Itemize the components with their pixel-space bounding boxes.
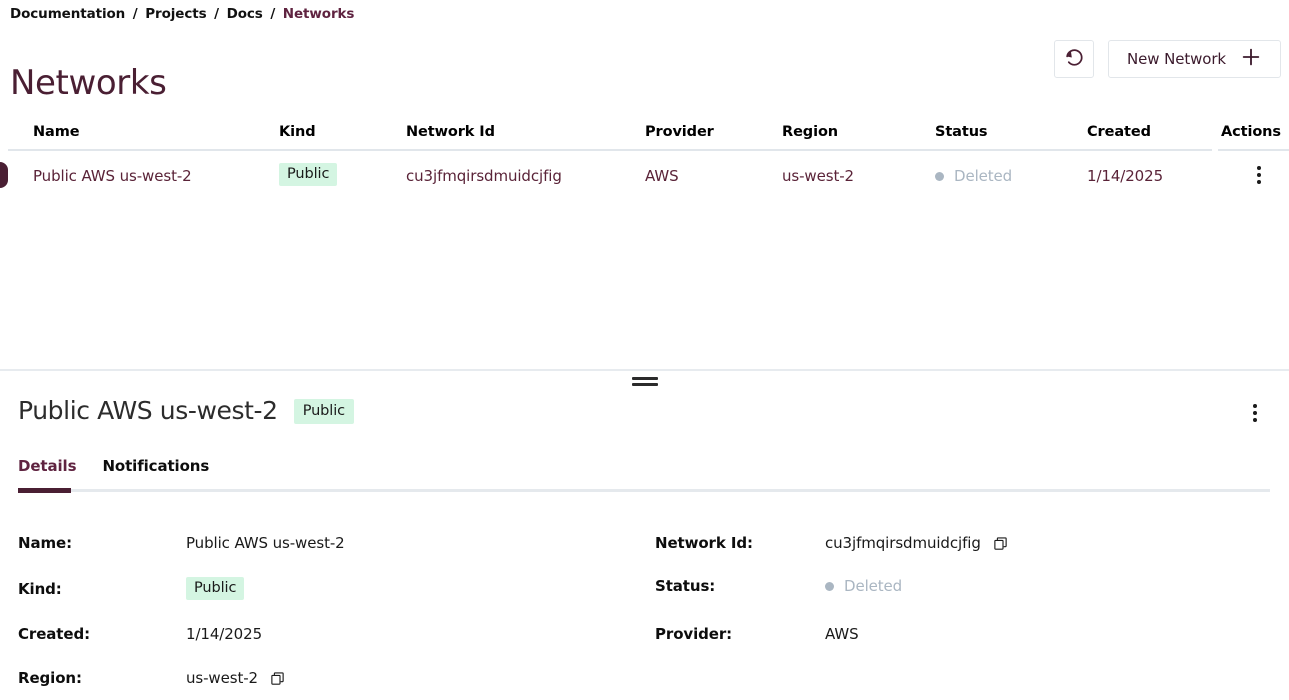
field-network-id: Network Id: cu3jfmqirsdmuidcjfig bbox=[655, 534, 1008, 552]
breadcrumb: Documentation / Projects / Docs / Networ… bbox=[10, 6, 354, 22]
detail-tabs: Details Notifications bbox=[18, 456, 209, 476]
breadcrumb-item-documentation[interactable]: Documentation bbox=[10, 6, 126, 22]
new-network-label: New Network bbox=[1126, 50, 1226, 68]
cell-status: Deleted bbox=[935, 167, 1012, 185]
field-label: Name: bbox=[18, 534, 72, 552]
field-label: Region: bbox=[18, 669, 82, 687]
table-header-divider bbox=[8, 149, 1289, 151]
breadcrumb-item-networks[interactable]: Networks bbox=[282, 6, 355, 22]
status-label: Deleted bbox=[844, 577, 903, 595]
field-value: AWS bbox=[825, 625, 859, 643]
refresh-ccw-icon bbox=[1063, 47, 1085, 72]
kebab-dot bbox=[1257, 166, 1261, 170]
column-header-region[interactable]: Region bbox=[782, 124, 839, 140]
status-badge: Deleted bbox=[935, 167, 1012, 185]
column-header-provider[interactable]: Provider bbox=[645, 124, 714, 140]
tabs-divider bbox=[18, 489, 1270, 492]
field-provider: Provider: AWS bbox=[655, 625, 859, 643]
kebab-menu-icon[interactable] bbox=[1251, 162, 1267, 188]
cell-network-id: cu3jfmqirsdmuidcjfig bbox=[406, 167, 562, 185]
detail-panel: Public AWS us-west-2 Public bbox=[0, 380, 1289, 700]
tab-active-underline bbox=[18, 488, 71, 493]
breadcrumb-separator: / bbox=[270, 6, 276, 22]
table-header-divider-gap bbox=[1212, 149, 1218, 151]
kebab-dot bbox=[1253, 404, 1257, 408]
breadcrumb-item-projects[interactable]: Projects bbox=[145, 6, 207, 22]
kebab-dot bbox=[1253, 411, 1257, 415]
field-value: cu3jfmqirsdmuidcjfig bbox=[825, 534, 981, 552]
field-value: 1/14/2025 bbox=[186, 625, 263, 643]
kind-badge: Public bbox=[279, 163, 338, 186]
field-value-status: Deleted bbox=[825, 577, 902, 595]
field-value-badge: Public bbox=[186, 577, 245, 600]
tab-notifications[interactable]: Notifications bbox=[102, 457, 210, 475]
panel-splitter[interactable] bbox=[0, 369, 1289, 371]
status-label: Deleted bbox=[954, 167, 1013, 185]
field-value: Public AWS us-west-2 bbox=[186, 534, 345, 552]
plus-icon bbox=[1240, 46, 1262, 72]
field-kind: Kind: Public bbox=[18, 577, 245, 600]
breadcrumb-separator: / bbox=[214, 6, 219, 22]
table-header-row: Name Kind Network Id Provider Region Sta… bbox=[0, 112, 1289, 151]
cell-kind: Public bbox=[279, 163, 338, 186]
networks-table: Name Kind Network Id Provider Region Sta… bbox=[0, 112, 1289, 362]
column-header-created[interactable]: Created bbox=[1087, 124, 1151, 140]
cell-region: us-west-2 bbox=[782, 167, 854, 185]
field-name: Name: Public AWS us-west-2 bbox=[18, 534, 345, 552]
drag-handle-bar bbox=[631, 383, 658, 386]
field-label: Network Id: bbox=[655, 534, 753, 552]
detail-kind-badge: Public bbox=[293, 398, 354, 424]
row-selected-indicator bbox=[0, 162, 8, 188]
table-row[interactable]: Public AWS us-west-2 Public cu3jfmqirsdm… bbox=[0, 150, 1289, 202]
field-label: Provider: bbox=[655, 625, 733, 643]
status-dot-icon bbox=[825, 581, 834, 591]
tab-details[interactable]: Details bbox=[18, 457, 77, 475]
column-header-name[interactable]: Name bbox=[33, 124, 80, 140]
cell-provider: AWS bbox=[645, 167, 679, 185]
detail-header: Public AWS us-west-2 Public bbox=[18, 396, 1279, 426]
kebab-dot bbox=[1257, 173, 1261, 177]
field-status: Status: Deleted bbox=[655, 577, 902, 595]
field-label: Created: bbox=[18, 625, 90, 643]
kebab-dot bbox=[1253, 418, 1257, 422]
cell-name: Public AWS us-west-2 bbox=[33, 167, 192, 185]
copy-icon[interactable] bbox=[270, 671, 285, 686]
field-value: us-west-2 bbox=[186, 669, 258, 687]
detail-kebab-menu-icon[interactable] bbox=[1247, 400, 1263, 426]
breadcrumb-separator: / bbox=[132, 6, 138, 22]
field-created: Created: 1/14/2025 bbox=[18, 625, 262, 643]
column-header-actions: Actions bbox=[1221, 124, 1281, 140]
detail-title: Public AWS us-west-2 bbox=[18, 396, 278, 425]
field-region: Region: us-west-2 bbox=[18, 669, 285, 687]
page-title: Networks bbox=[10, 62, 167, 103]
cell-actions bbox=[1251, 162, 1267, 188]
drag-handle-icon[interactable] bbox=[631, 377, 658, 386]
status-dot-icon bbox=[935, 171, 944, 181]
column-header-kind[interactable]: Kind bbox=[279, 124, 316, 140]
drag-handle-bar bbox=[631, 377, 658, 380]
new-network-button[interactable]: New Network bbox=[1107, 40, 1281, 78]
column-header-network-id[interactable]: Network Id bbox=[406, 124, 495, 140]
breadcrumb-item-docs[interactable]: Docs bbox=[226, 6, 263, 22]
field-label: Status: bbox=[655, 577, 716, 595]
field-label: Kind: bbox=[18, 579, 62, 598]
header-actions: New Network bbox=[1053, 40, 1281, 78]
refresh-button[interactable] bbox=[1053, 40, 1094, 78]
kebab-dot bbox=[1257, 180, 1261, 184]
column-header-status[interactable]: Status bbox=[935, 124, 988, 140]
copy-icon[interactable] bbox=[993, 536, 1008, 551]
cell-created: 1/14/2025 bbox=[1087, 167, 1164, 185]
